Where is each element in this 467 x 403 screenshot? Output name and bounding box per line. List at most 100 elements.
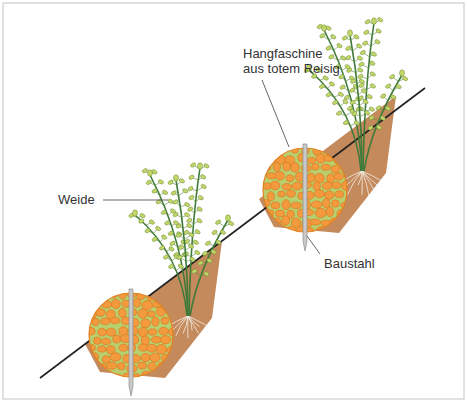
leaf (188, 194, 195, 200)
leaf (385, 105, 392, 111)
twig-section (102, 356, 110, 363)
leaf (346, 67, 353, 73)
leaf (175, 232, 182, 238)
twig-section (118, 363, 125, 370)
twig-section (335, 191, 343, 198)
leaf (364, 110, 371, 116)
leaf (220, 229, 227, 235)
leaf (362, 40, 369, 46)
leaf (162, 189, 169, 195)
twig-section (315, 208, 326, 218)
leaf (322, 25, 327, 31)
leaf (178, 244, 185, 250)
twig-section (334, 173, 343, 180)
leaf (349, 99, 356, 105)
leaf (163, 254, 170, 260)
twig-section (341, 202, 352, 208)
twig-section (110, 353, 121, 361)
root (347, 171, 362, 185)
leaf (336, 43, 343, 49)
leaf (215, 239, 222, 245)
twig-section (328, 225, 335, 235)
twig-section (163, 373, 170, 380)
leaf (196, 218, 203, 224)
twig-section (262, 146, 270, 153)
twig-section (343, 166, 351, 173)
twig-section (88, 292, 96, 298)
roots (345, 171, 382, 196)
leaf (369, 106, 376, 112)
twig-section (291, 202, 302, 208)
leaf (198, 163, 203, 169)
twig-section (307, 173, 314, 182)
twig-section (274, 227, 284, 233)
twig-section (324, 191, 334, 199)
willow-stem (364, 75, 402, 171)
leaf (345, 45, 352, 51)
twig-section (291, 163, 300, 173)
leaf (343, 120, 350, 126)
willow-stem (190, 220, 228, 316)
leaf (215, 219, 222, 225)
leaf (330, 34, 337, 40)
leaf (349, 87, 356, 93)
twig-section (334, 155, 344, 164)
twig-section (283, 162, 291, 170)
leaf (364, 19, 371, 25)
leaf (205, 240, 212, 246)
willow-stem (309, 70, 361, 171)
twig-section (159, 327, 169, 335)
leaf (141, 168, 148, 174)
twig-section (98, 328, 107, 336)
twig-section (278, 191, 285, 197)
rebar (129, 289, 133, 396)
twig-section (336, 229, 343, 235)
twig-section (151, 336, 161, 343)
leaf (188, 174, 195, 180)
leaf (172, 212, 179, 218)
leaf (186, 217, 193, 223)
leaf (359, 78, 366, 84)
twig-section (147, 311, 155, 317)
leaf (336, 110, 343, 116)
leaf (375, 105, 382, 111)
leaf (145, 179, 152, 185)
twig-section (86, 328, 95, 336)
leaf (380, 115, 387, 121)
twig-section (119, 308, 127, 317)
leaf (160, 209, 167, 215)
twig-section (310, 219, 321, 225)
twig-section (169, 362, 176, 370)
twig-section (343, 146, 351, 155)
rebar (303, 144, 307, 251)
willow-stem (324, 30, 362, 171)
leaf (186, 223, 193, 229)
frame (3, 3, 464, 399)
willow-label: Weide (58, 192, 95, 207)
leaf (178, 263, 185, 269)
twig-section (262, 217, 270, 225)
leaf (188, 243, 195, 249)
trench (259, 96, 396, 233)
twig-section (141, 353, 150, 361)
leaf (148, 170, 153, 176)
leaf (168, 263, 175, 269)
leaf (158, 179, 165, 185)
leaf (374, 39, 381, 45)
leaf (377, 17, 384, 23)
leaf (353, 120, 360, 126)
twig-section (326, 207, 333, 217)
rebar-label: Baustahl (324, 256, 375, 271)
twig-section (100, 293, 107, 301)
leaf (190, 162, 197, 168)
leaf (200, 174, 207, 180)
twig-section (316, 227, 327, 235)
leaf (357, 55, 364, 61)
twig-section (157, 290, 166, 298)
twig-section (110, 317, 119, 323)
twig-section (271, 145, 279, 153)
willow (304, 17, 409, 171)
twig-section (106, 346, 115, 354)
twig-section (331, 166, 339, 174)
fascine-unit (85, 241, 222, 378)
